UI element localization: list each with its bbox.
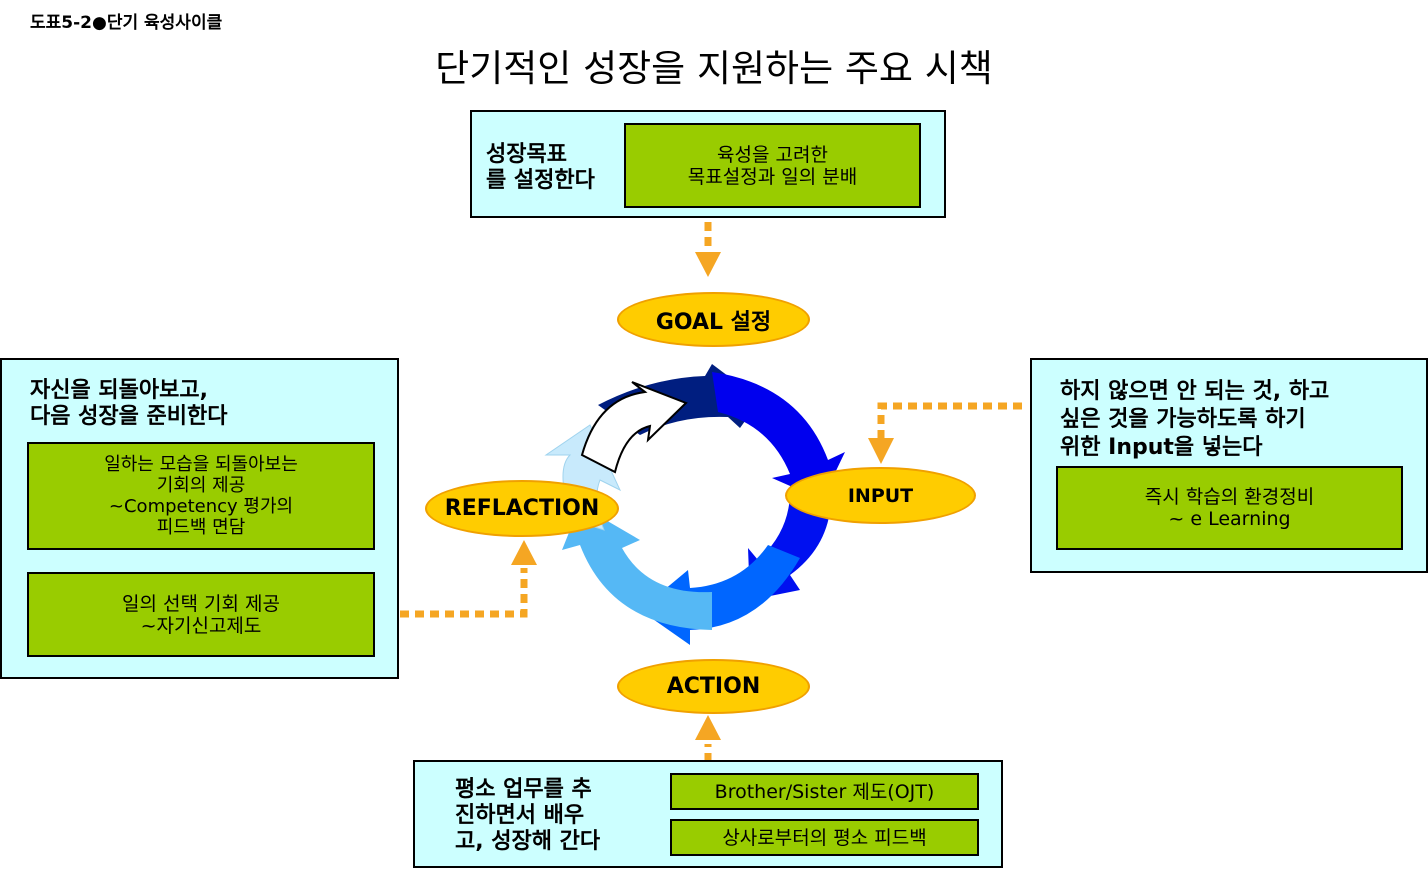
connector-action-head: [695, 715, 721, 740]
reflect-panel-heading: 자신을 되돌아보고, 다음 성장을 준비한다: [30, 378, 228, 429]
page-title: 단기적인 성장을 지원하는 주요 시책: [435, 47, 993, 90]
action-item-1: Brother/Sister 제도(OJT): [670, 773, 979, 810]
goal-panel: 성장목표 를 설정한다 육성을 고려한 목표설정과 일의 분배: [470, 110, 946, 218]
action-panel: 평소 업무를 추 진하면서 배우 고, 성장해 간다 Brother/Siste…: [413, 760, 1003, 868]
cycle-arrow-upper-right: [712, 372, 845, 500]
connector-input-head: [868, 438, 894, 464]
action-item-2: 상사로부터의 평소 피드백: [670, 819, 979, 856]
reflect-panel: 자신을 되돌아보고, 다음 성장을 준비한다 일하는 모습을 되돌아보는 기회의…: [0, 358, 399, 679]
connector-heads: [511, 252, 894, 740]
action-oval: ACTION: [617, 659, 810, 714]
input-panel: 하지 않으면 안 되는 것, 하고 싶은 것을 가능하도록 하기 위한 Inpu…: [1030, 358, 1428, 573]
goal-panel-heading: 성장목표 를 설정한다: [486, 142, 595, 193]
reflect-item-1: 일하는 모습을 되돌아보는 기회의 제공 ~Competency 평가의 피드백…: [27, 442, 375, 550]
reflect-item-2: 일의 선택 기회 제공 ~자기신고제도: [27, 572, 375, 657]
connector-reflaction-head: [511, 540, 537, 565]
connectors: [400, 222, 1022, 762]
input-item: 즉시 학습의 환경정비 ~ e Learning: [1056, 466, 1403, 550]
cycle-arrows: [544, 364, 845, 645]
goal-item: 육성을 고려한 목표설정과 일의 분배: [624, 123, 921, 208]
connector-reflaction: [400, 568, 528, 618]
cycle-arrow-outline: [580, 381, 688, 474]
input-panel-heading: 하지 않으면 안 되는 것, 하고 싶은 것을 가능하도록 하기 위한 Inpu…: [1060, 379, 1330, 460]
connector-goal-head: [695, 252, 721, 277]
connector-input: [877, 402, 1022, 438]
input-oval: INPUT: [785, 467, 976, 524]
cycle-arrow-lower-left: [562, 505, 712, 630]
goal-oval: GOAL 설정: [617, 292, 810, 347]
figure-number: 도표5-2●단기 육성사이클: [30, 13, 223, 33]
reflaction-oval: REFLACTION: [425, 480, 619, 537]
action-panel-heading: 평소 업무를 추 진하면서 배우 고, 성장해 간다: [455, 777, 601, 854]
